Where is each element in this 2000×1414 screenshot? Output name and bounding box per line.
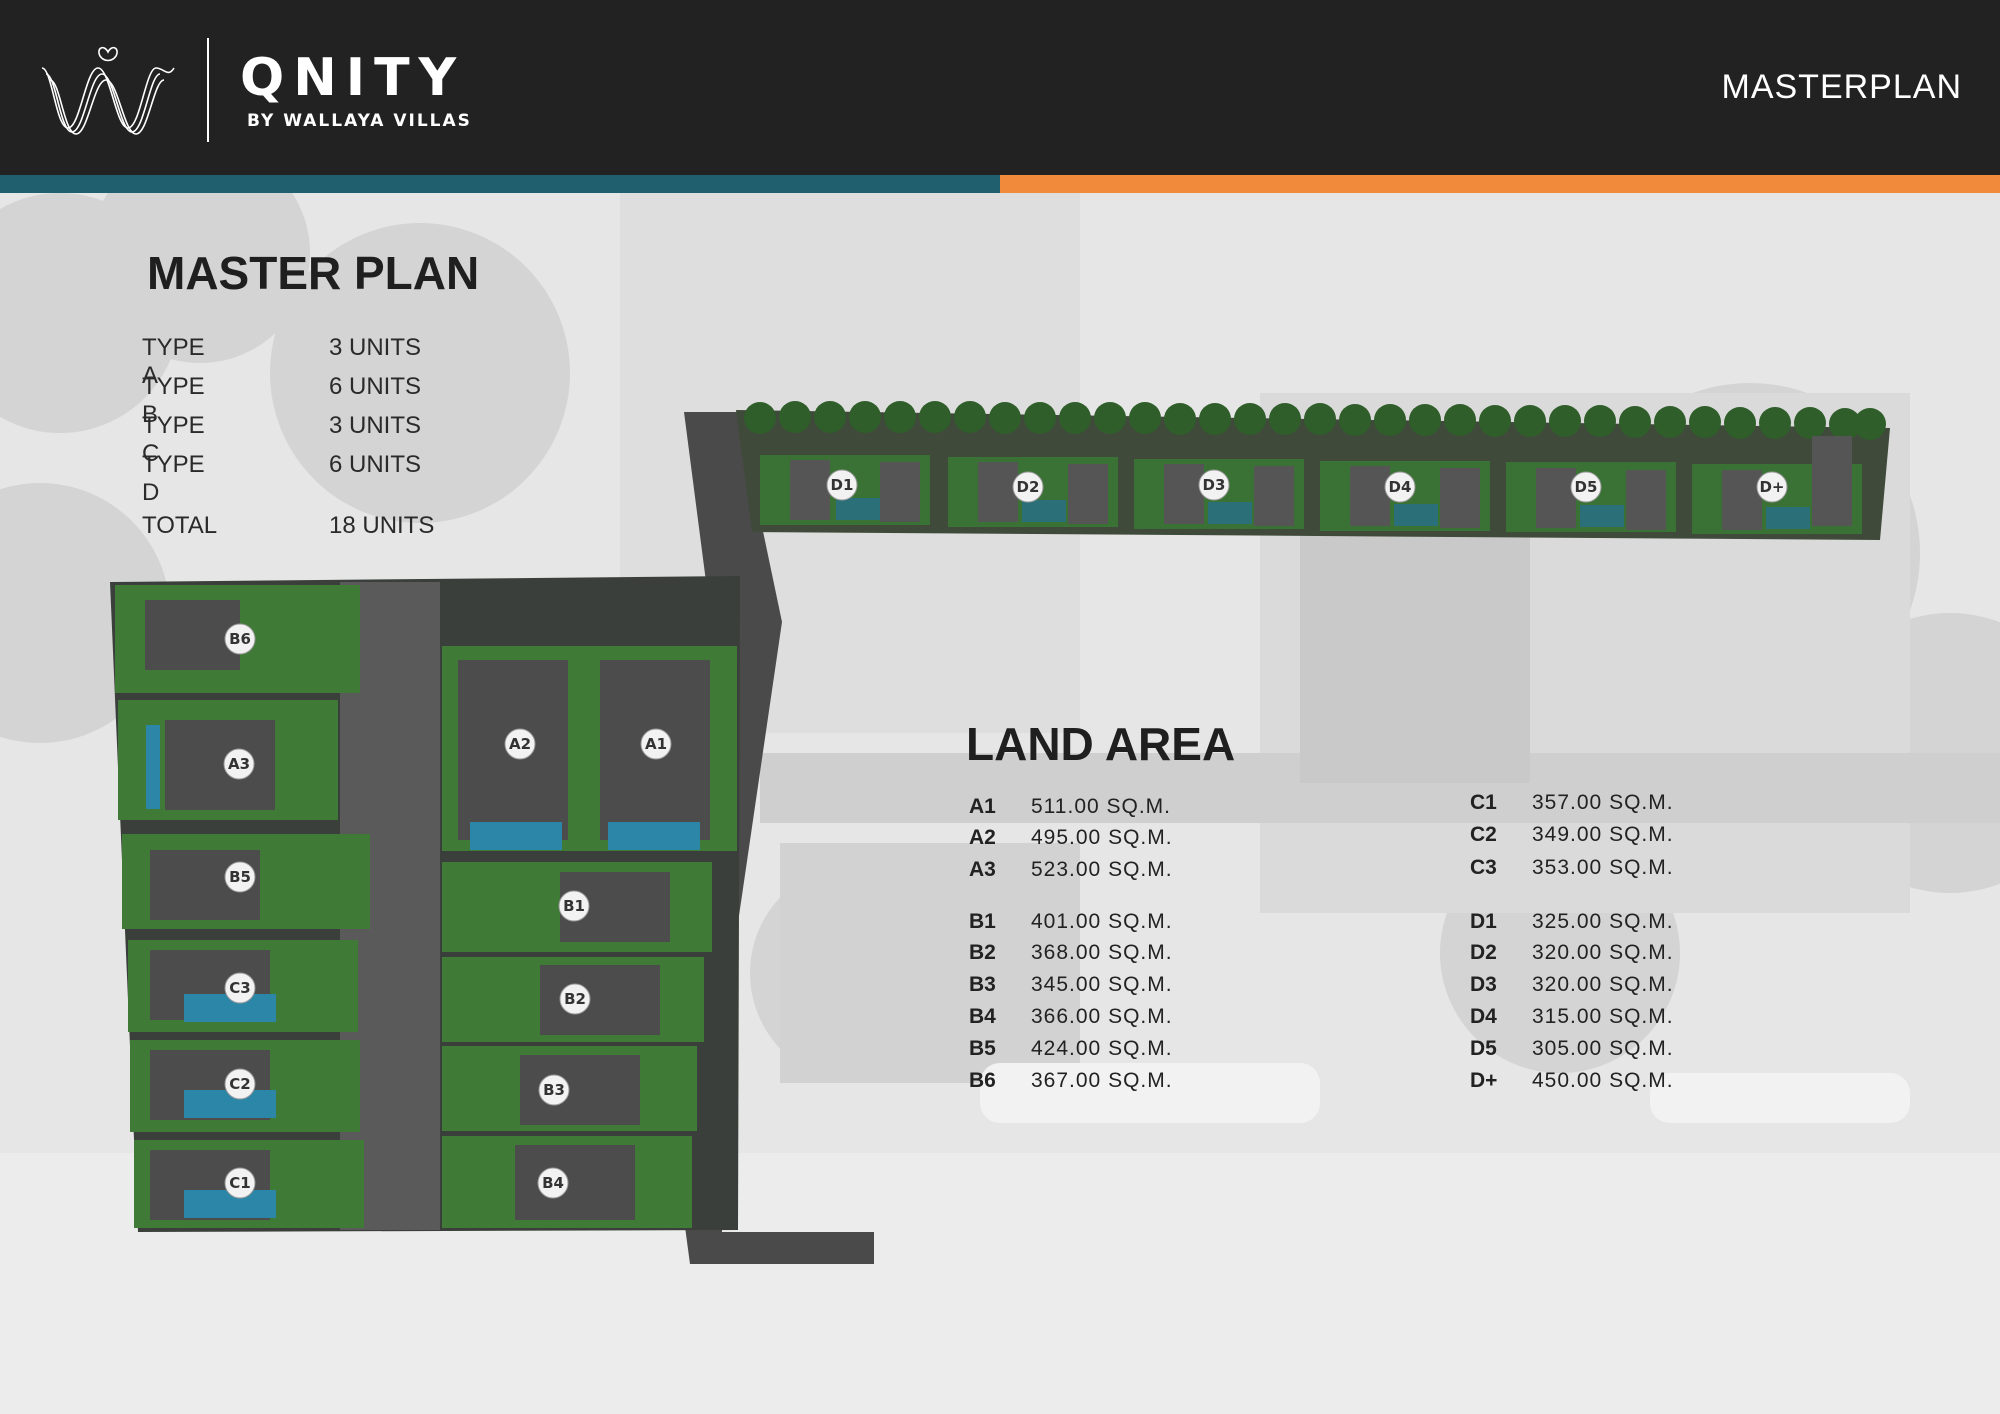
unit-id: D5 bbox=[1470, 1037, 1497, 1060]
unit-type-count: 3 UNITS bbox=[329, 412, 422, 439]
master-plan-heading: MASTER PLAN bbox=[147, 247, 480, 299]
unit-marker-b1: B1 bbox=[558, 890, 590, 922]
unit-marker-dplus: D+ bbox=[1756, 471, 1788, 503]
svg-text:C3: C3 bbox=[229, 979, 250, 997]
unit-area: 325.00 SQ.M. bbox=[1532, 910, 1674, 933]
brand-name: QNITY bbox=[240, 48, 466, 108]
unit-marker-a1: A1 bbox=[640, 728, 672, 760]
svg-text:C1: C1 bbox=[229, 1174, 250, 1192]
unit-area: 353.00 SQ.M. bbox=[1532, 856, 1674, 879]
unit-id: B6 bbox=[969, 1069, 996, 1092]
svg-text:D1: D1 bbox=[831, 476, 854, 494]
unit-id: B3 bbox=[969, 973, 996, 996]
unit-id: B5 bbox=[969, 1037, 996, 1060]
unit-marker-c3: C3 bbox=[224, 972, 256, 1004]
unit-id: D3 bbox=[1470, 973, 1497, 996]
unit-area: 345.00 SQ.M. bbox=[1031, 973, 1173, 996]
unit-marker-b6: B6 bbox=[224, 623, 256, 655]
accent-stripe-teal bbox=[0, 175, 1000, 193]
unit-area: 511.00 SQ.M. bbox=[1031, 795, 1172, 818]
unit-id: A3 bbox=[969, 858, 996, 881]
unit-marker-d2: D2 bbox=[1012, 471, 1044, 503]
unit-type-label: TYPE B bbox=[142, 373, 205, 428]
unit-type-label: TYPE A bbox=[142, 334, 205, 389]
svg-text:B4: B4 bbox=[542, 1174, 564, 1192]
wallaya-logo-icon bbox=[41, 46, 175, 135]
unit-area: 367.00 SQ.M. bbox=[1031, 1069, 1173, 1092]
brand-divider bbox=[207, 38, 209, 142]
land-area-heading: LAND AREA bbox=[966, 718, 1236, 770]
svg-text:B6: B6 bbox=[229, 630, 251, 648]
svg-text:D5: D5 bbox=[1575, 478, 1598, 496]
unit-total-count: 18 UNITS bbox=[329, 512, 435, 539]
unit-id: C3 bbox=[1470, 856, 1497, 879]
unit-id: C1 bbox=[1470, 791, 1497, 814]
unit-total-label: TOTAL bbox=[142, 512, 218, 539]
unit-area: 450.00 SQ.M. bbox=[1532, 1069, 1674, 1092]
svg-text:A3: A3 bbox=[228, 755, 250, 773]
svg-text:B2: B2 bbox=[564, 990, 586, 1008]
unit-marker-c1: C1 bbox=[224, 1167, 256, 1199]
svg-text:D3: D3 bbox=[1203, 476, 1226, 494]
unit-markers: D1 D2 D3 D4 D5 D+ B6 A3 B5 C3 C2 C1 A2 A… bbox=[223, 469, 1788, 1199]
unit-id: D4 bbox=[1470, 1005, 1497, 1028]
unit-marker-d1: D1 bbox=[826, 469, 858, 501]
unit-marker-d4: D4 bbox=[1384, 471, 1416, 503]
unit-area: 349.00 SQ.M. bbox=[1532, 823, 1674, 846]
unit-area: 424.00 SQ.M. bbox=[1031, 1037, 1173, 1060]
svg-text:D2: D2 bbox=[1017, 478, 1040, 496]
accent-stripe-orange bbox=[1000, 175, 2000, 193]
unit-type-label: TYPE C bbox=[142, 412, 205, 467]
unit-type-label: TYPE D bbox=[142, 451, 205, 506]
unit-marker-a3: A3 bbox=[223, 748, 255, 780]
svg-text:B5: B5 bbox=[229, 868, 251, 886]
unit-area: 305.00 SQ.M. bbox=[1532, 1037, 1674, 1060]
svg-text:B3: B3 bbox=[543, 1081, 565, 1099]
unit-marker-d5: D5 bbox=[1570, 471, 1602, 503]
unit-id: D+ bbox=[1470, 1069, 1498, 1092]
svg-text:A2: A2 bbox=[509, 735, 531, 753]
unit-marker-b3: B3 bbox=[538, 1074, 570, 1106]
unit-area: 368.00 SQ.M. bbox=[1031, 941, 1173, 964]
unit-area: 523.00 SQ.M. bbox=[1031, 858, 1173, 881]
unit-marker-d3: D3 bbox=[1198, 469, 1230, 501]
svg-text:A1: A1 bbox=[645, 735, 667, 753]
unit-area: 320.00 SQ.M. bbox=[1532, 973, 1674, 996]
brand-tagline: BY WALLAYA VILLAS bbox=[247, 111, 472, 131]
unit-area: 320.00 SQ.M. bbox=[1532, 941, 1674, 964]
unit-area: 495.00 SQ.M. bbox=[1031, 826, 1173, 849]
unit-id: C2 bbox=[1470, 823, 1497, 846]
unit-id: A2 bbox=[969, 826, 996, 849]
unit-area: 357.00 SQ.M. bbox=[1532, 791, 1674, 814]
unit-id: D2 bbox=[1470, 941, 1497, 964]
unit-id: B2 bbox=[969, 941, 996, 964]
unit-id: A1 bbox=[969, 795, 996, 818]
unit-marker-b5: B5 bbox=[224, 861, 256, 893]
unit-marker-a2: A2 bbox=[504, 728, 536, 760]
unit-marker-b2: B2 bbox=[559, 983, 591, 1015]
page-header-title: MASTERPLAN bbox=[1721, 68, 1962, 106]
unit-area: 366.00 SQ.M. bbox=[1031, 1005, 1173, 1028]
unit-area: 401.00 SQ.M. bbox=[1031, 910, 1173, 933]
unit-id: B1 bbox=[969, 910, 996, 933]
header-bar: QNITY BY WALLAYA VILLAS MASTERPLAN bbox=[0, 0, 2000, 175]
svg-text:B1: B1 bbox=[563, 897, 585, 915]
unit-id: B4 bbox=[969, 1005, 996, 1028]
svg-text:D+: D+ bbox=[1759, 478, 1784, 496]
unit-marker-b4: B4 bbox=[537, 1167, 569, 1199]
unit-type-count: 6 UNITS bbox=[329, 451, 422, 478]
unit-type-count: 6 UNITS bbox=[329, 373, 422, 400]
svg-text:C2: C2 bbox=[229, 1075, 250, 1093]
unit-type-count: 3 UNITS bbox=[329, 334, 422, 361]
svg-text:D4: D4 bbox=[1389, 478, 1412, 496]
unit-id: D1 bbox=[1470, 910, 1497, 933]
unit-marker-c2: C2 bbox=[224, 1068, 256, 1100]
unit-area: 315.00 SQ.M. bbox=[1532, 1005, 1674, 1028]
